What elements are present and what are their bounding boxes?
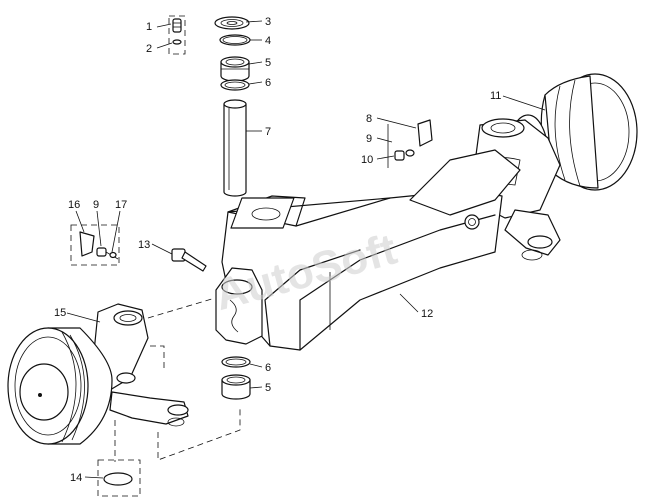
callout-15: 15 [54,307,66,319]
callout-5-lower: 5 [265,382,271,394]
callout-9-left: 9 [93,199,99,211]
callout-1: 1 [146,21,152,33]
callout-17: 17 [115,199,127,211]
seal-ring-upper-part [220,79,250,91]
assembly-guide-lines [114,297,241,462]
callout-5-upper: 5 [265,57,271,69]
callout-2: 2 [146,43,152,55]
left-axle-yoke-part [215,267,263,345]
callout-3: 3 [265,16,271,28]
callout-16: 16 [68,199,80,211]
bushing-lower-part [221,374,251,400]
seal-ring-lower-part [221,356,251,368]
bracket-8-part [387,119,433,168]
leader-lines [66,20,546,479]
callout-13: 13 [138,239,150,251]
callout-11: 11 [490,90,501,102]
callout-10: 10 [361,154,373,166]
callout-14: 14 [70,472,82,484]
callout-8: 8 [366,113,372,125]
o-ring-upper-part [219,34,251,46]
pin-washer-part [214,16,250,30]
callout-labels: 1 2 3 4 5 6 7 8 9 10 11 12 13 14 15 16 9… [54,16,501,484]
callout-6-upper: 6 [265,77,271,89]
callout-9-right: 9 [366,133,372,145]
cap-14-part [97,459,141,497]
bracket-16-part [70,224,120,266]
callout-6-lower: 6 [265,362,271,374]
bolt-13-part [171,248,207,272]
bolt-10-part [394,149,415,161]
bushing-upper-part [220,56,250,82]
axle-housing-part [221,149,521,351]
king-pin-part [223,99,247,197]
callout-12: 12 [421,308,433,320]
callout-4: 4 [265,35,271,47]
left-wheel-hub-part [7,327,113,445]
left-steering-knuckle-part [91,303,189,427]
callout-7: 7 [265,126,271,138]
bolt-and-washer-part [168,15,186,55]
